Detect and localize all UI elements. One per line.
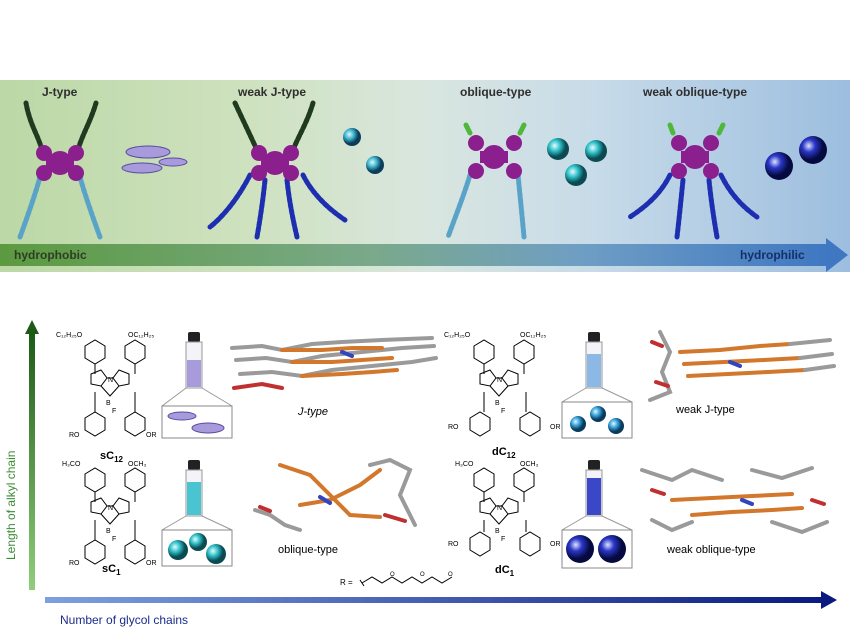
sC1-top-left-substituent: H₃CO — [62, 461, 81, 468]
sC12-bottom-left-substituent: RO — [69, 432, 80, 439]
alkyl-length-axis-arrow — [25, 320, 39, 590]
micelle-cyan-icon — [547, 138, 607, 186]
sC1-nitrogen-label: N — [108, 505, 114, 512]
dC12-bottom-left-substituent: RO — [448, 424, 459, 431]
sC1-name-sub: 1 — [116, 568, 121, 578]
sC12-top-left-substituent: C₁₂H₂₅O — [56, 332, 83, 339]
structure-sC1 — [55, 458, 165, 578]
sC12-bottom-right-substituent: OR — [146, 432, 157, 439]
dC12-nitrogen-label: N — [497, 377, 503, 384]
sC1-bottom-right-substituent: OR — [146, 560, 157, 567]
dC1-nitrogen-label: N — [497, 505, 503, 512]
r-group-glycol-structure: O O O — [359, 572, 453, 587]
molecule-name-sC12: sC12 — [100, 450, 123, 464]
sC12-name-main: sC — [100, 450, 115, 462]
cartoon-weak-oblique-type — [627, 122, 760, 240]
hydrophilicity-arrow — [0, 244, 828, 266]
vial-dC1 — [561, 460, 633, 569]
dC1-boron-label: B — [495, 528, 500, 535]
hydrophilicity-arrow-head — [826, 238, 848, 272]
axis-label-glycol-chains: Number of glycol chains — [60, 613, 189, 627]
structure-dC12 — [440, 330, 570, 450]
micelle-cyan-small-icon — [343, 128, 384, 174]
sC1-top-right-substituent: OCH₃ — [128, 461, 147, 468]
dC1-bottom-left-substituent: RO — [448, 541, 459, 548]
svg-text:O: O — [420, 572, 425, 578]
dC12-fluorine-label: F — [501, 408, 506, 415]
molecule-name-dC12: dC12 — [492, 446, 516, 460]
structure-dC1-skeleton — [469, 467, 541, 557]
glycol-chain-axis-arrow — [45, 591, 837, 609]
structure-dC1 — [440, 458, 570, 578]
dC1-fluorine-label: F — [501, 536, 506, 543]
cartoon-oblique-type — [445, 122, 527, 240]
sC1-bottom-left-substituent: RO — [69, 560, 80, 567]
vial-dC12 — [561, 332, 633, 439]
dC1-bottom-right-substituent: OR — [550, 541, 561, 548]
cartoon-weak-j-type — [207, 100, 348, 240]
structure-sC12 — [55, 330, 165, 450]
dC12-boron-label: B — [495, 400, 500, 407]
aggregate-label-sC1: oblique-type — [278, 544, 338, 556]
dC12-top-left-substituent: C₁₂H₂₅O — [444, 332, 471, 339]
sC1-fluorine-label: F — [112, 536, 117, 543]
micelle-blue-icon — [765, 136, 827, 180]
dC1-top-left-substituent: H₃CO — [455, 461, 474, 468]
r-group-label: R = — [340, 578, 353, 587]
structure-dC12-skeleton — [469, 339, 541, 437]
dC12-bottom-right-substituent: OR — [550, 424, 561, 431]
aggregate-label-sC12: J-type — [298, 406, 328, 418]
title-j-type: J-type — [42, 85, 78, 99]
structure-sC12-skeleton — [84, 339, 146, 437]
sC12-fluorine-label: F — [112, 408, 117, 415]
sC12-nitrogen-label: N — [108, 377, 114, 384]
aggregate-label-dC1: weak oblique-type — [667, 544, 756, 556]
packing-j-type — [230, 336, 438, 390]
svg-text:O: O — [390, 572, 395, 578]
dC1-top-right-substituent: OCH₃ — [520, 461, 539, 468]
molecule-name-sC1: sC1 — [102, 563, 121, 577]
lamellar-aggregate-icon — [121, 145, 188, 174]
sC12-boron-label: B — [106, 400, 111, 407]
dC12-name-sub: 12 — [506, 451, 516, 461]
molecule-name-dC1: dC1 — [495, 564, 514, 578]
dC1-name-sub: 1 — [509, 569, 515, 579]
sC1-name-main: sC — [102, 563, 117, 575]
packing-oblique-type — [253, 457, 417, 532]
svg-text:O: O — [448, 572, 453, 578]
dC12-top-right-substituent: OC₁₂H₂₅ — [520, 332, 547, 339]
sC12-name-sub: 12 — [114, 455, 123, 465]
structure-sC1-skeleton — [84, 467, 146, 565]
cartoon-j-type — [17, 100, 103, 240]
sC12-top-right-substituent: OC₁₂H₂₅ — [128, 332, 155, 339]
vial-sC1 — [161, 460, 233, 567]
dC12-name-main: dC — [492, 446, 507, 458]
vial-sC12 — [161, 332, 233, 439]
title-oblique-type: oblique-type — [460, 85, 532, 99]
sC1-boron-label: B — [106, 528, 111, 535]
dC1-name-main: dC — [495, 564, 510, 576]
arrow-label-hydrophilic: hydrophilic — [740, 248, 805, 262]
aggregate-label-dC12: weak J-type — [676, 404, 735, 416]
packing-weak-j-type — [648, 330, 836, 402]
packing-weak-oblique-type — [640, 466, 829, 535]
title-weak-j-type: weak J-type — [238, 85, 307, 99]
axis-label-alkyl-chain: Length of alkyl chain — [4, 450, 18, 560]
title-weak-oblique-type: weak oblique-type — [643, 85, 748, 99]
arrow-label-hydrophobic: hydrophobic — [14, 248, 87, 262]
